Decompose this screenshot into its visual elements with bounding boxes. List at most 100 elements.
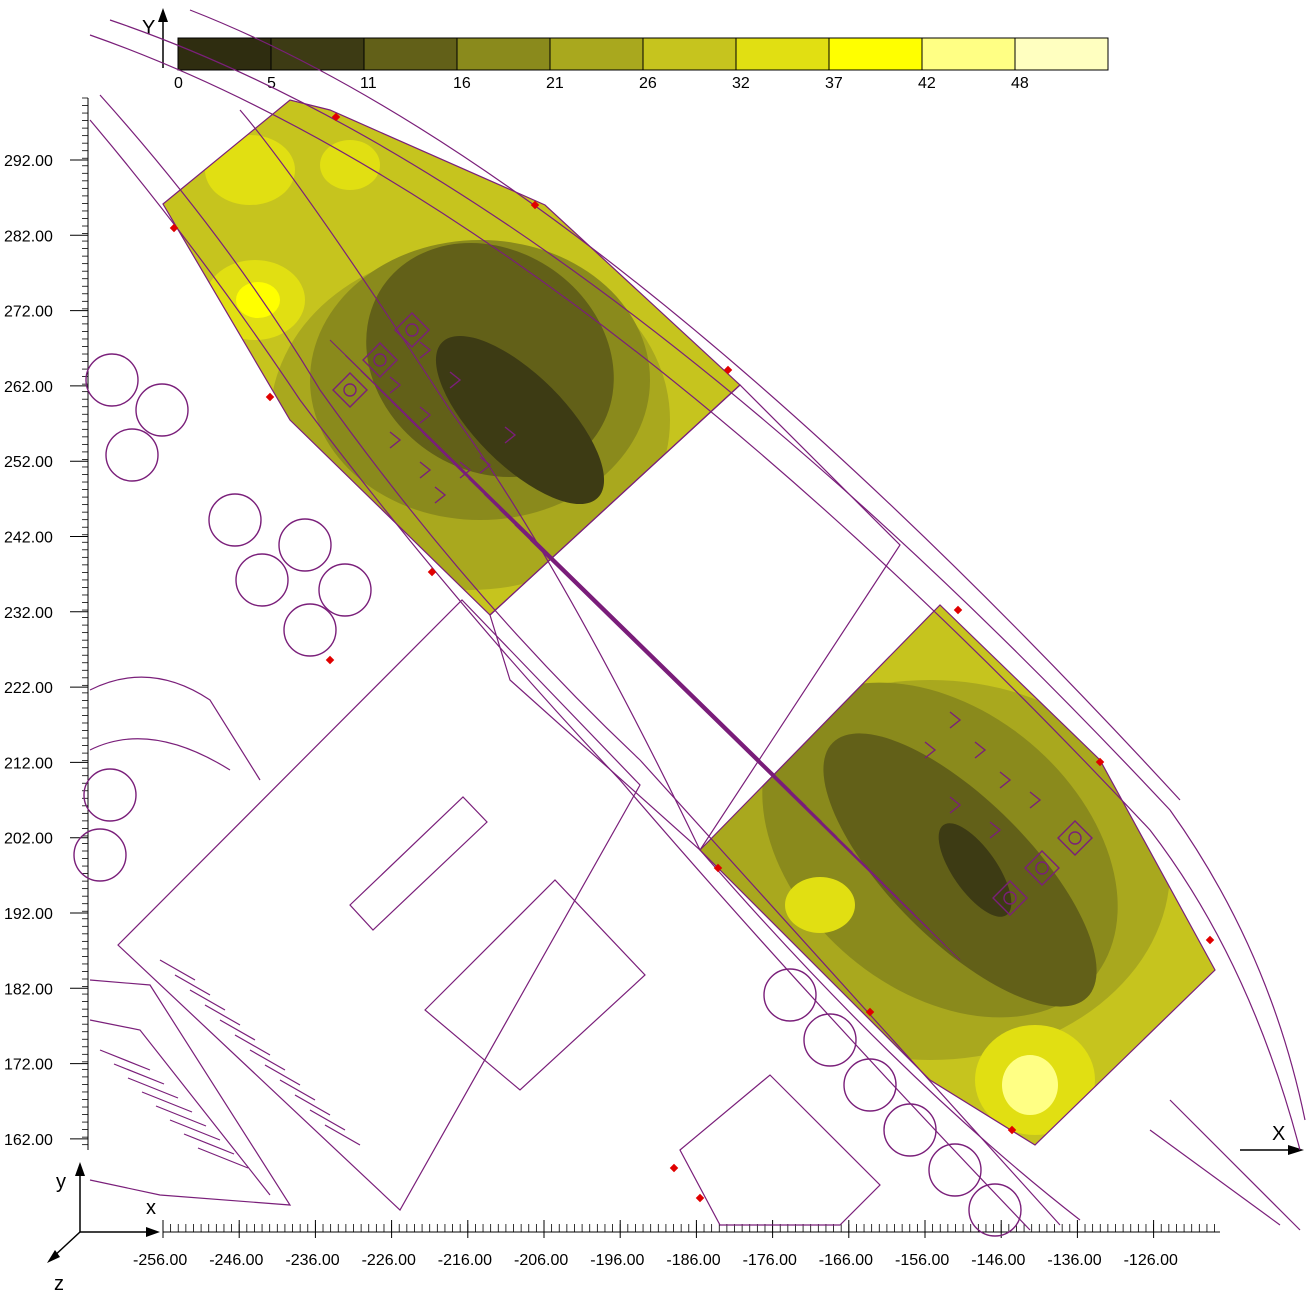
x-tick-label: -186.00 <box>666 1252 720 1269</box>
chevron-icon <box>434 486 447 504</box>
chevron-icon <box>419 341 432 359</box>
y-tick-label: 182.00 <box>4 981 53 998</box>
luminaire-marker <box>1007 1125 1017 1135</box>
luminaire-pole-icon <box>1057 820 1093 856</box>
y-tick-label: 172.00 <box>4 1057 53 1074</box>
parking-stripe <box>264 1064 301 1086</box>
chevron-icon <box>999 771 1012 789</box>
legend-swatch <box>363 37 458 71</box>
chevron-icon <box>974 741 987 759</box>
y-tick-label: 232.00 <box>4 605 53 622</box>
tree-icons <box>73 353 1022 1237</box>
tree-icon <box>843 1058 897 1112</box>
x-tick-label: -166.00 <box>819 1252 873 1269</box>
legend-label: 16 <box>453 75 471 92</box>
x-arrow-icon: X <box>1240 1123 1304 1155</box>
legend-label: 11 <box>360 75 377 92</box>
tree-icon <box>928 1143 982 1197</box>
lane-line <box>529 539 961 961</box>
luminaire-marker <box>713 863 723 873</box>
parking-stripe <box>159 959 196 981</box>
legend-label: 37 <box>825 75 843 92</box>
parking-stripe <box>127 1077 179 1099</box>
luminaire-marker <box>865 1007 875 1017</box>
x-tick-label: -226.00 <box>362 1252 416 1269</box>
luminaire-pole-icon <box>992 880 1028 916</box>
x-tick-label: -246.00 <box>209 1252 263 1269</box>
site-linework <box>89 9 1306 1231</box>
parking-stripe <box>249 1049 286 1071</box>
x-axis-ruler: -256.00-246.00-236.00-226.00-216.00-206.… <box>133 1220 1220 1269</box>
luminaire-marker <box>1095 757 1105 767</box>
legend-swatch <box>642 37 737 71</box>
tree-icon <box>803 1013 857 1067</box>
luminaire-pole-icon <box>394 312 430 348</box>
chevron-icon <box>504 426 517 444</box>
contour-zone-lower <box>700 605 1215 1145</box>
tree-icon <box>318 563 372 617</box>
luminaire-pole-icon <box>405 323 419 337</box>
chevron-icon <box>949 796 962 814</box>
legend-label: 5 <box>267 75 276 92</box>
parking-stripe <box>141 1091 193 1113</box>
chevron-icon <box>449 371 462 389</box>
luminaire-pole-icon <box>373 353 387 367</box>
x-arrow-label: X <box>1272 1123 1285 1145</box>
triad-x-label: x <box>146 1197 156 1219</box>
legend-label: 21 <box>546 75 564 92</box>
chevron-icon <box>989 821 1002 839</box>
coordinate-triad-icon: y x z <box>47 1162 160 1293</box>
x-tick-label: -146.00 <box>971 1252 1025 1269</box>
luminaire-pole-icon <box>332 372 368 408</box>
luminaire-pole-icon <box>343 383 357 397</box>
y-tick-label: 202.00 <box>4 831 53 848</box>
tree-icon <box>235 553 289 607</box>
y-tick-label: 282.00 <box>4 228 53 245</box>
parking-stripes <box>99 959 361 1169</box>
luminaire-marker <box>265 392 275 402</box>
chevron-icon <box>419 461 432 479</box>
x-tick-label: -156.00 <box>895 1252 949 1269</box>
tree-icon <box>283 603 337 657</box>
legend-label: 26 <box>639 75 657 92</box>
legend-swatch <box>456 37 551 71</box>
luminaire-marker <box>695 1193 705 1203</box>
chevron-icon <box>389 431 402 449</box>
y-tick-label: 272.00 <box>4 304 53 321</box>
x-tick-label: -196.00 <box>590 1252 644 1269</box>
triad-z-label: z <box>54 1273 64 1293</box>
parking-stripe <box>279 1079 316 1101</box>
tree-icon <box>105 428 159 482</box>
triad-y-label: y <box>56 1171 66 1193</box>
legend-swatch <box>828 37 923 71</box>
tree-icon <box>278 518 332 572</box>
legend-label: 48 <box>1011 75 1029 92</box>
tree-icon <box>83 768 137 822</box>
tree-icon <box>883 1103 937 1157</box>
y-arrow-icon: Y <box>142 8 168 68</box>
luminaire-marker <box>669 1163 679 1173</box>
legend-swatch <box>1014 37 1109 71</box>
parking-stripe <box>169 1119 221 1141</box>
luminaire-marker <box>169 223 179 233</box>
chevron-icon <box>479 456 492 474</box>
chevron-icon <box>459 461 472 479</box>
legend-swatch <box>921 37 1016 71</box>
chevron-icon <box>949 711 962 729</box>
x-tick-label: -216.00 <box>438 1252 492 1269</box>
parking-stripe <box>234 1034 271 1056</box>
parking-stripe <box>99 1049 151 1071</box>
x-tick-label: -236.00 <box>285 1252 339 1269</box>
luminaire-marker <box>723 365 733 375</box>
y-tick-label: 242.00 <box>4 530 53 547</box>
x-tick-label: -176.00 <box>743 1252 797 1269</box>
x-tick-label: -126.00 <box>1124 1252 1178 1269</box>
tree-icon <box>135 383 189 437</box>
chevron-icon <box>1029 791 1042 809</box>
legend-label: 0 <box>174 75 183 92</box>
y-tick-label: 222.00 <box>4 680 53 697</box>
luminaire-marker <box>331 112 341 122</box>
legend-swatch <box>549 37 644 71</box>
